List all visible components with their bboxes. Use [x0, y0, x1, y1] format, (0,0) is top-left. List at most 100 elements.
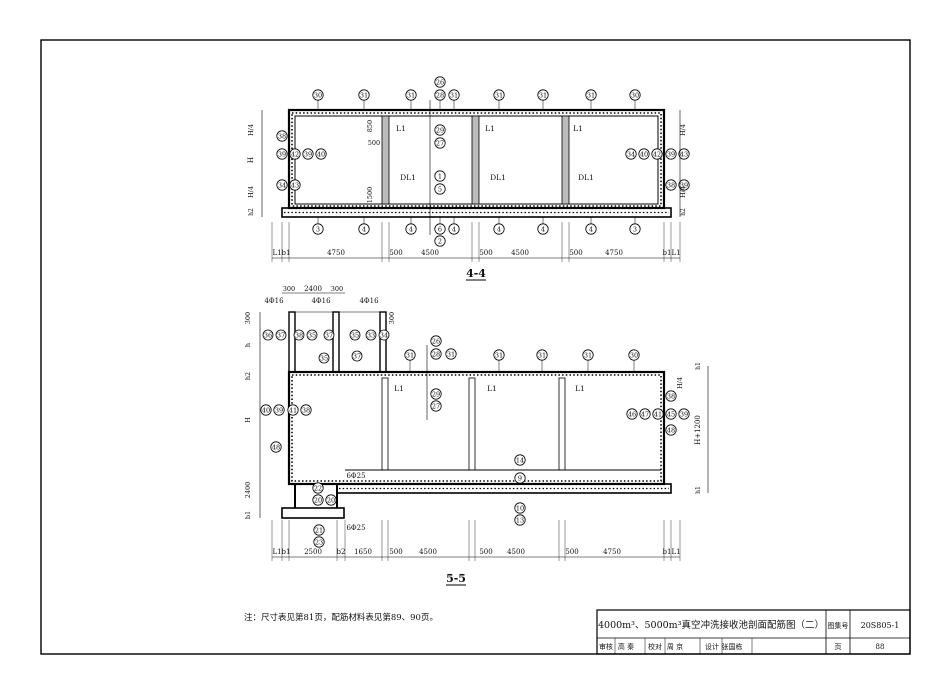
callout-number: 26 [436, 78, 444, 86]
callout-circle [273, 404, 285, 416]
callout-circle [312, 494, 324, 506]
tank-outline [287, 370, 666, 486]
callout-circle [293, 329, 305, 341]
beam-label: L1 [485, 124, 495, 133]
callout-circle [625, 148, 637, 160]
callout-circle [585, 223, 597, 235]
dim-value: 4500 [511, 249, 529, 257]
rebar-label: 4Φ16 [359, 297, 379, 305]
dim-value: 4750 [327, 249, 345, 257]
beam-label: DL1 [400, 173, 416, 182]
dim-value: 500 [565, 548, 578, 556]
callout-circle [318, 352, 330, 364]
callout-number: 42 [291, 150, 299, 158]
section-4-4 [281, 100, 672, 235]
atlas-label: 图集号 [828, 621, 849, 630]
dim-label: 1500 [366, 187, 374, 204]
dim-value: 2400 [304, 285, 322, 293]
title-block-cell: 周 京 [667, 642, 683, 651]
dim-label: H/4 [676, 377, 684, 389]
callout-circle [514, 502, 526, 514]
column [471, 115, 480, 205]
dim-value: 500 [479, 548, 492, 556]
callout-circle [300, 404, 312, 416]
callout-number: 29 [432, 390, 440, 398]
callout-circle [276, 130, 288, 142]
rebar-dots [291, 112, 662, 207]
callout-circle [270, 441, 282, 453]
callout-number: 37 [353, 352, 361, 360]
callout-number: 27 [432, 402, 440, 410]
dim-value: L1 [671, 249, 680, 257]
section-title-4-4: 4-4 [466, 267, 486, 280]
callout-number: 30 [630, 351, 638, 359]
callout-number: 31 [539, 91, 547, 99]
dim-value: 4750 [603, 548, 621, 556]
callout-circle [276, 148, 288, 160]
callout-number: 37 [277, 331, 285, 339]
beam-label: L1 [575, 384, 585, 393]
callout-number: 2 [438, 237, 442, 245]
callout-circle [430, 335, 442, 347]
dim-value: b1 [663, 548, 672, 556]
sheet-border [40, 39, 911, 655]
beam-label: L1 [396, 124, 406, 133]
callout-circle [626, 408, 638, 420]
title-block-cell: 高 秦 [618, 642, 634, 651]
callout-number: 36 [264, 331, 272, 339]
callout-circle [312, 482, 324, 494]
callout-circle [514, 514, 526, 526]
callout-circle [629, 89, 641, 101]
chamber-wall [379, 311, 387, 373]
callout-number: 38 [302, 406, 310, 414]
callout-circle [276, 179, 288, 191]
callout-number: 4 [452, 225, 456, 233]
callout-circle [678, 148, 690, 160]
callout-circle [312, 223, 324, 235]
callout-number: 34 [627, 150, 635, 158]
dim-label: h2 [244, 372, 252, 380]
title-block: 4000m³、5000m³真空冲洗接收池剖面配筋图（二） 图集号 20S805-… [596, 609, 911, 655]
rebar-label: 4Φ16 [311, 297, 331, 305]
callout-number: 30 [314, 91, 322, 99]
callout-circle [639, 408, 651, 420]
callout-number: 20 [327, 496, 335, 504]
dim-label: H/4 [679, 186, 687, 198]
callout-number: 4 [541, 225, 545, 233]
callout-circle [448, 89, 460, 101]
dim-label: H+1200 [694, 415, 702, 445]
dim-label: 850 [366, 120, 374, 132]
beam-label: L1 [573, 124, 583, 133]
callout-number: 41 [289, 406, 297, 414]
callout-number: 28 [436, 91, 444, 99]
callout-number: 35 [351, 331, 359, 339]
callout-circle [312, 89, 324, 101]
callout-number: 39 [275, 406, 283, 414]
callout-circle [378, 329, 390, 341]
callout-circle [405, 223, 417, 235]
callout-circle [430, 348, 442, 360]
callout-circle [405, 89, 417, 101]
dim-label: h [244, 343, 252, 347]
callout-circle [434, 235, 446, 247]
callout-number: 34 [278, 181, 286, 189]
rebar-label: 4Φ16 [264, 297, 284, 305]
callout-circle [275, 329, 287, 341]
dim-label: h2 [248, 208, 255, 216]
callout-circle [430, 400, 442, 412]
dim-value: 4750 [605, 249, 623, 257]
callout-circle [514, 454, 526, 466]
callout-number: 35 [308, 331, 316, 339]
callout-number: 3 [316, 225, 320, 233]
callout-number: 33 [367, 331, 375, 339]
callout-number: 48 [667, 426, 675, 434]
callout-circle [628, 349, 640, 361]
callout-circle [536, 349, 548, 361]
callout-number: 43 [680, 150, 688, 158]
callout-circle [537, 223, 549, 235]
callout-number: 39 [304, 150, 312, 158]
callout-number: 3 [633, 225, 637, 233]
dim-value: L1 [671, 548, 680, 556]
callout-circle [651, 148, 663, 160]
dim-label: h2 [680, 208, 687, 216]
